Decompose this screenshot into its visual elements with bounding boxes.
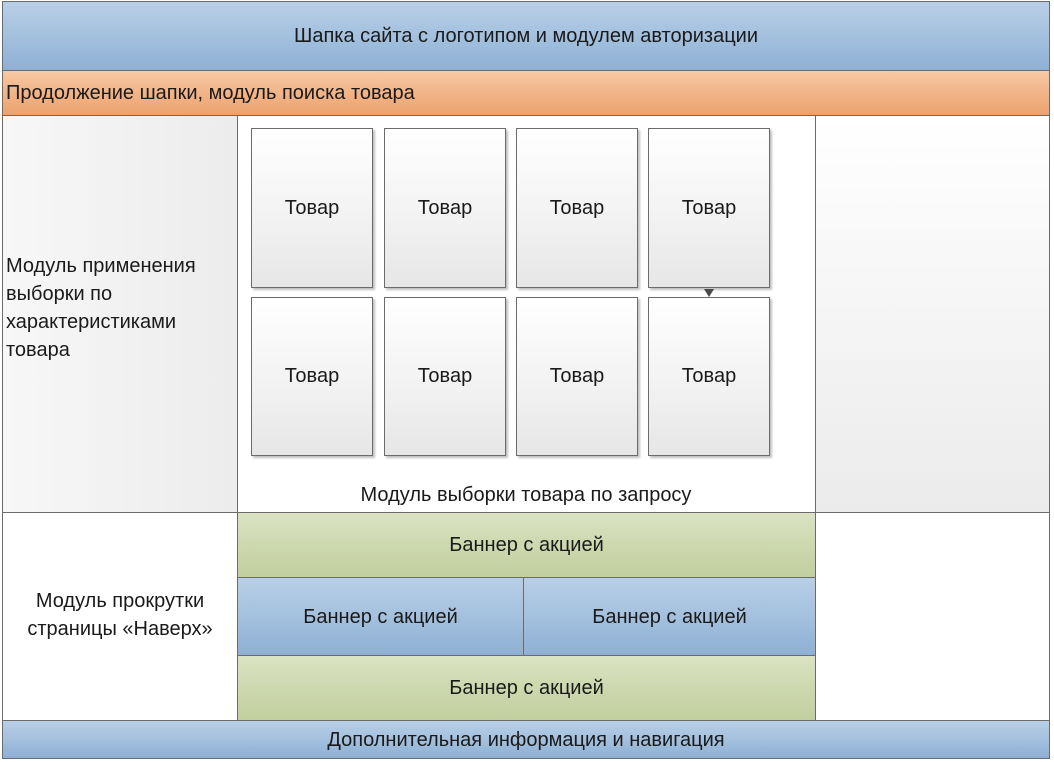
scroll-top-block: Модуль прокрутки страницы «Наверх» [2, 512, 238, 721]
product-label: Товар [284, 196, 340, 219]
banner-middle-right: Баннер с акцией [523, 577, 816, 656]
banner-bottom: Баннер с акцией [237, 655, 816, 721]
product-card: Товар [516, 297, 638, 456]
banner-top: Баннер с акцией [237, 512, 816, 578]
banner-label: Баннер с акцией [449, 677, 604, 699]
product-card: Товар [384, 297, 506, 456]
banner-label: Баннер с акцией [449, 534, 604, 556]
product-label: Товар [681, 365, 737, 387]
search-block: Продолжение шапки, модуль поиска товара [2, 70, 1050, 116]
banner-label: Баннер с акцией [303, 605, 458, 628]
connector-arrow-icon [704, 289, 714, 297]
product-card: Товар [251, 128, 373, 288]
product-card: Товар [648, 297, 770, 456]
product-card: Товар [516, 128, 638, 288]
filter-block: Модуль применения выборки по характерист… [2, 115, 238, 513]
footer-block: Дополнительная информация и навигация [2, 720, 1050, 759]
product-label: Товар [417, 365, 473, 387]
catalog-caption: Модуль выборки товара по запросу [360, 483, 692, 506]
right-column-bottom [815, 512, 1050, 721]
product-card: Товар [648, 128, 770, 288]
product-label: Товар [549, 196, 605, 219]
product-label: Товар [417, 196, 473, 219]
product-card: Товар [251, 297, 373, 456]
filter-label: Модуль применения выборки по характерист… [6, 255, 196, 361]
product-card: Товар [384, 128, 506, 288]
header-block: Шапка сайта с логотипом и модулем автори… [2, 1, 1050, 71]
product-label: Товар [549, 365, 605, 387]
scroll-top-label: Модуль прокрутки страницы «Наверх» [27, 589, 213, 640]
right-column-top [815, 115, 1050, 513]
product-label: Товар [284, 365, 340, 387]
header-label: Шапка сайта с логотипом и модулем автори… [293, 25, 758, 47]
search-label: Продолжение шапки, модуль поиска товара [6, 82, 415, 104]
banner-middle-left: Баннер с акцией [237, 577, 524, 656]
footer-label: Дополнительная информация и навигация [327, 728, 725, 751]
product-label: Товар [681, 196, 737, 219]
banner-label: Баннер с акцией [592, 605, 747, 628]
